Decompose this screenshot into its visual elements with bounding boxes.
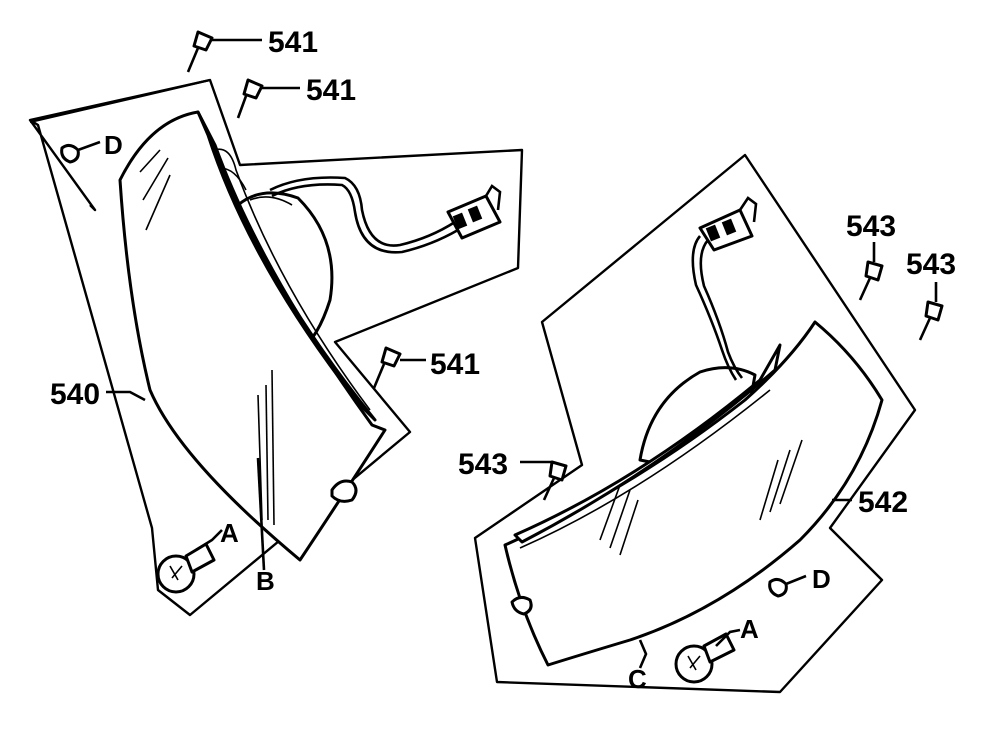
left-bulb (156, 542, 216, 594)
label-right-clip-d: D (812, 564, 831, 594)
callout-540: 540 (50, 378, 100, 411)
right-lamp-housing (638, 366, 757, 472)
right-lens (503, 320, 884, 667)
callout-541-middle: 541 (306, 74, 356, 107)
left-wire-harness (269, 176, 502, 254)
label-right-bulb-a: A (740, 614, 759, 644)
screw-543-left (520, 460, 568, 501)
label-right-lens-c: C (628, 664, 647, 694)
left-connector (446, 184, 502, 240)
label-left-bulb-a: A (220, 518, 239, 548)
callout-541-top: 541 (268, 26, 318, 59)
right-wire-harness (691, 196, 758, 381)
left-clip (60, 140, 101, 164)
callout-542: 542 (858, 486, 908, 519)
callout-541-lower: 541 (430, 348, 480, 381)
right-assembly-boundary (473, 153, 917, 694)
right-connector (698, 196, 758, 252)
left-turn-signal-assembly (28, 30, 524, 617)
screw-541-middle (236, 78, 300, 119)
callout-543-upper: 543 (846, 210, 896, 243)
callout-543-right: 543 (906, 248, 956, 281)
screw-541-top (186, 30, 262, 73)
screw-543-upper (858, 242, 884, 301)
screw-543-right (918, 282, 944, 341)
label-left-lens-b: B (256, 566, 275, 596)
label-left-clip-d: D (104, 130, 123, 160)
right-bulb (674, 632, 736, 684)
right-clip (768, 574, 807, 598)
right-turn-signal-assembly (473, 153, 944, 694)
left-lens (118, 110, 387, 562)
callout-543-left: 543 (458, 448, 508, 481)
screw-541-lower (372, 346, 426, 389)
